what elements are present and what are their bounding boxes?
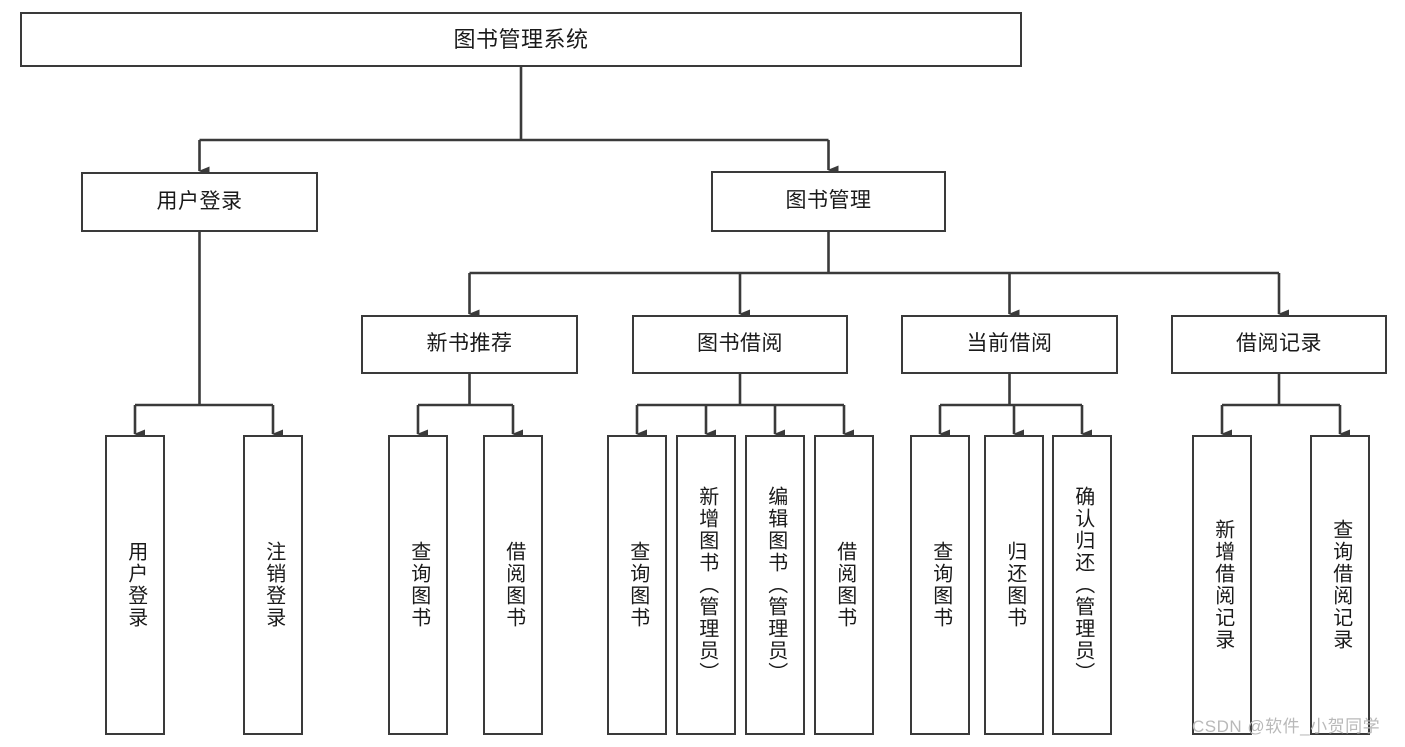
node-label: 新增借阅记录	[1211, 519, 1234, 651]
node-leaf-newrec-1[interactable]: 查询图书	[388, 435, 448, 735]
node-label: 确认归还（管理员）	[1071, 486, 1094, 684]
node-leaf-borrow-3[interactable]: 编辑图书（管理员）	[745, 435, 805, 735]
node-leaf-records-1[interactable]: 新增借阅记录	[1192, 435, 1252, 735]
edge-group	[133, 67, 1350, 439]
node-label: 查询借阅记录	[1329, 519, 1352, 651]
node-bookmgmt[interactable]: 图书管理	[711, 171, 946, 232]
node-label: 注销登录	[262, 541, 285, 629]
node-label: 图书借阅	[697, 332, 783, 356]
node-label: 图书管理	[785, 189, 872, 213]
node-label: 图书管理系统	[453, 26, 589, 52]
node-label: 借阅图书	[833, 541, 856, 629]
node-label: 借阅图书	[502, 541, 525, 629]
node-label: 查询图书	[626, 541, 649, 629]
node-label: 当前借阅	[966, 332, 1053, 356]
node-leaf-newrec-2[interactable]: 借阅图书	[483, 435, 543, 735]
node-root[interactable]: 图书管理系统	[20, 12, 1022, 67]
node-leaf-borrow-1[interactable]: 查询图书	[607, 435, 667, 735]
node-label: 用户登录	[156, 189, 243, 213]
node-leaf-borrow-2[interactable]: 新增图书（管理员）	[676, 435, 736, 735]
node-label: 新书推荐	[426, 332, 513, 356]
node-label: 用户登录	[124, 541, 147, 629]
node-label: 编辑图书（管理员）	[764, 486, 787, 684]
node-label: 归还图书	[1003, 541, 1026, 629]
node-login[interactable]: 用户登录	[81, 172, 318, 232]
node-label: 查询图书	[929, 541, 952, 629]
node-leaf-login-1[interactable]: 用户登录	[105, 435, 165, 735]
node-label: 新增图书（管理员）	[695, 486, 718, 684]
node-label: 查询图书	[407, 541, 430, 629]
node-current[interactable]: 当前借阅	[901, 315, 1118, 374]
node-leaf-current-3[interactable]: 确认归还（管理员）	[1052, 435, 1112, 735]
watermark-text: CSDN @软件_小贺同学	[1192, 717, 1381, 736]
node-leaf-borrow-4[interactable]: 借阅图书	[814, 435, 874, 735]
node-leaf-login-2[interactable]: 注销登录	[243, 435, 303, 735]
node-records[interactable]: 借阅记录	[1171, 315, 1387, 374]
node-leaf-records-2[interactable]: 查询借阅记录	[1310, 435, 1370, 735]
node-leaf-current-1[interactable]: 查询图书	[910, 435, 970, 735]
node-newrec[interactable]: 新书推荐	[361, 315, 578, 374]
node-leaf-current-2[interactable]: 归还图书	[984, 435, 1044, 735]
node-label: 借阅记录	[1236, 332, 1322, 356]
node-borrow[interactable]: 图书借阅	[632, 315, 848, 374]
